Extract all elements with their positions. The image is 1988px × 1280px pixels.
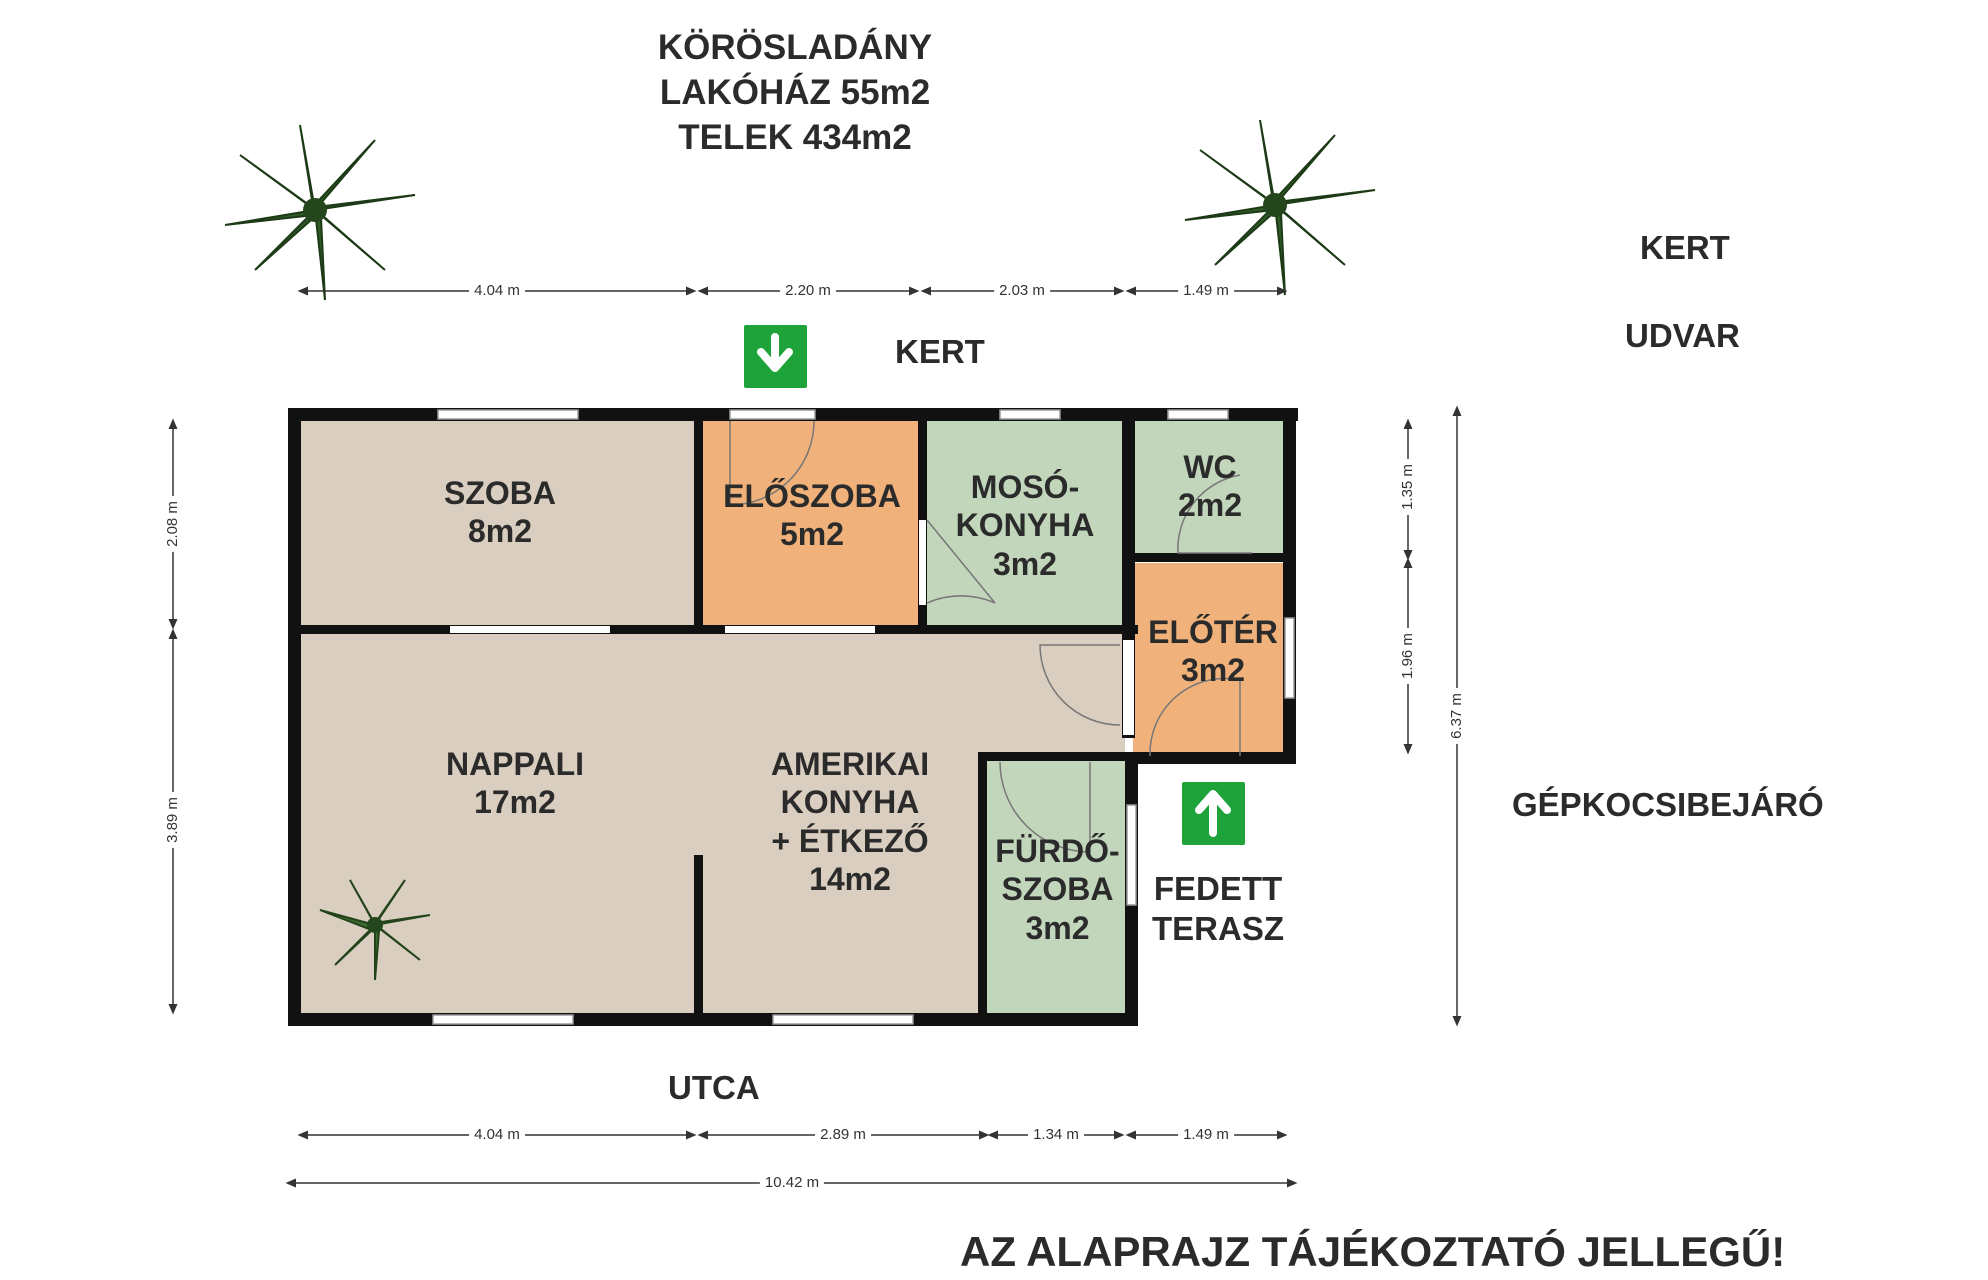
title-line-plot: TELEK 434m2 [678,118,912,157]
room-name-1: MOSÓ- [970,469,1080,505]
room-name: NAPPALI [445,746,585,782]
room-name: SZOBA [444,475,556,511]
window-moso [999,409,1061,420]
window-eloszoba [729,409,816,420]
potted-plant-icon [1184,119,1376,296]
room-area: 8m2 [467,513,533,550]
door-wc [1177,474,1252,554]
door-swings [729,420,1252,853]
dim-bottom-4: 1.49 m [1178,1126,1234,1144]
windows [432,409,1295,1025]
room-name: ELŐSZOBA [723,478,901,514]
door-eloter [1149,677,1241,757]
room-name-2: SZOBA [1001,871,1114,908]
room-mosokonyha: MOSÓ- KONYHA 3m2 [935,468,1115,583]
label-kert-right: KERT [1640,229,1730,266]
label-kert-top: KERT [895,333,985,370]
wall-partial-kitchen [694,855,703,1025]
opening-moso-door [919,520,926,605]
wall-eloter-bottom [1128,752,1296,764]
floor-eloter [1133,563,1283,760]
dim-left-2: 3.89 m [164,792,182,848]
room-amerikai-konyha: AMERIKAI KONYHA + ÉTKEZŐ 14m2 [735,745,965,899]
room-area: 2m2 [1177,487,1243,524]
room-name: ELŐTÉR [1148,614,1278,650]
wall-furdo-left [978,752,987,1026]
room-name-1: FÜRDŐ- [995,833,1120,869]
opening-szoba [450,626,610,633]
room-area: 3m2 [1025,909,1090,946]
label-gepkocsibejaro: GÉPKOCSIBEJÁRÓ [1512,786,1824,823]
room-area: 17m2 [474,784,556,821]
window-furdo [1126,804,1137,906]
room-name-3: + ÉTKEZŐ [771,822,929,859]
room-eloszoba: ELŐSZOBA 5m2 [702,477,922,554]
room-name: WC [1183,449,1237,485]
dim-top-3: 2.03 m [994,282,1050,300]
room-wc: WC 2m2 [1150,448,1270,525]
label-fedett-terasz: FEDETT TERASZ [1148,869,1288,948]
dim-bottom-2: 2.89 m [815,1126,871,1144]
wall-szoba-eloszoba [694,408,703,634]
dim-top-2: 2.20 m [780,282,836,300]
dim-bottom-1: 4.04 m [469,1126,525,1144]
room-furdoszoba: FÜRDŐ- SZOBA 3m2 [990,832,1125,947]
room-area: 14m2 [809,861,891,898]
door-living [1039,644,1121,726]
window-szoba [437,409,579,420]
potted-plant-icon [319,879,431,981]
wall-right-upper [1283,408,1296,764]
arrow-down-icon [744,325,807,388]
floor-mosokonyha [925,415,1125,627]
dim-top-1: 4.04 m [469,282,525,300]
floor-wc [1133,415,1283,555]
floor-eloszoba [700,415,925,627]
room-szoba: SZOBA 8m2 [420,474,580,551]
room-area: 3m2 [992,545,1058,582]
wall-wc-eloter [1128,553,1293,562]
dim-right-2: 1.96 m [1399,628,1417,684]
label-udvar: UDVAR [1625,317,1740,354]
room-eloter: ELŐTÉR 3m2 [1138,613,1288,690]
door-furdo [999,761,1091,853]
wall-bottom [288,1013,1138,1026]
door-eloszoba [729,420,815,506]
dim-top-4: 1.49 m [1178,282,1234,300]
label-fedett: FEDETT [1153,870,1283,907]
title-line-town: KÖRÖSLADÁNY [657,28,933,67]
room-name-1: AMERIKAI [770,746,930,782]
room-name-2: KONYHA [955,507,1095,544]
opening-eloszoba [725,626,875,633]
openings [450,520,1134,735]
arrow-up-icon [1182,782,1245,845]
floor-szoba [300,415,700,627]
room-name-2: KONYHA [780,784,920,821]
dim-bottom-3: 1.34 m [1028,1126,1084,1144]
wall-furdo-top [978,752,1133,761]
dim-left-1: 2.08 m [164,496,182,552]
page-title: KÖRÖSLADÁNY LAKÓHÁZ 55m2 TELEK 434m2 [560,25,1030,160]
room-floors [300,415,1283,1013]
opening-eloter-living [1123,640,1134,735]
room-area: 3m2 [1180,652,1246,689]
disclaimer: AZ ALAPRAJZ TÁJÉKOZTATÓ JELLEGŰ! [960,1228,1786,1275]
title-line-house: LAKÓHÁZ 55m2 [659,73,931,112]
dim-total: 10.42 m [759,1174,825,1192]
room-area: 5m2 [779,516,845,553]
window-nappali [432,1014,574,1025]
label-terasz: TERASZ [1152,909,1284,947]
window-eloter [1284,617,1295,699]
window-konyha [772,1014,914,1025]
potted-plant-icon [224,124,416,301]
door-moso [926,519,996,604]
dim-right-total: 6.37 m [1448,688,1466,744]
label-utca: UTCA [668,1069,760,1106]
room-nappali: NAPPALI 17m2 [420,745,610,822]
window-wc [1167,409,1229,420]
dim-right-1: 1.35 m [1399,459,1417,515]
floor-furdo [985,760,1125,1013]
wall-left [288,408,301,1026]
wall-mid-horizontal [288,625,1138,634]
